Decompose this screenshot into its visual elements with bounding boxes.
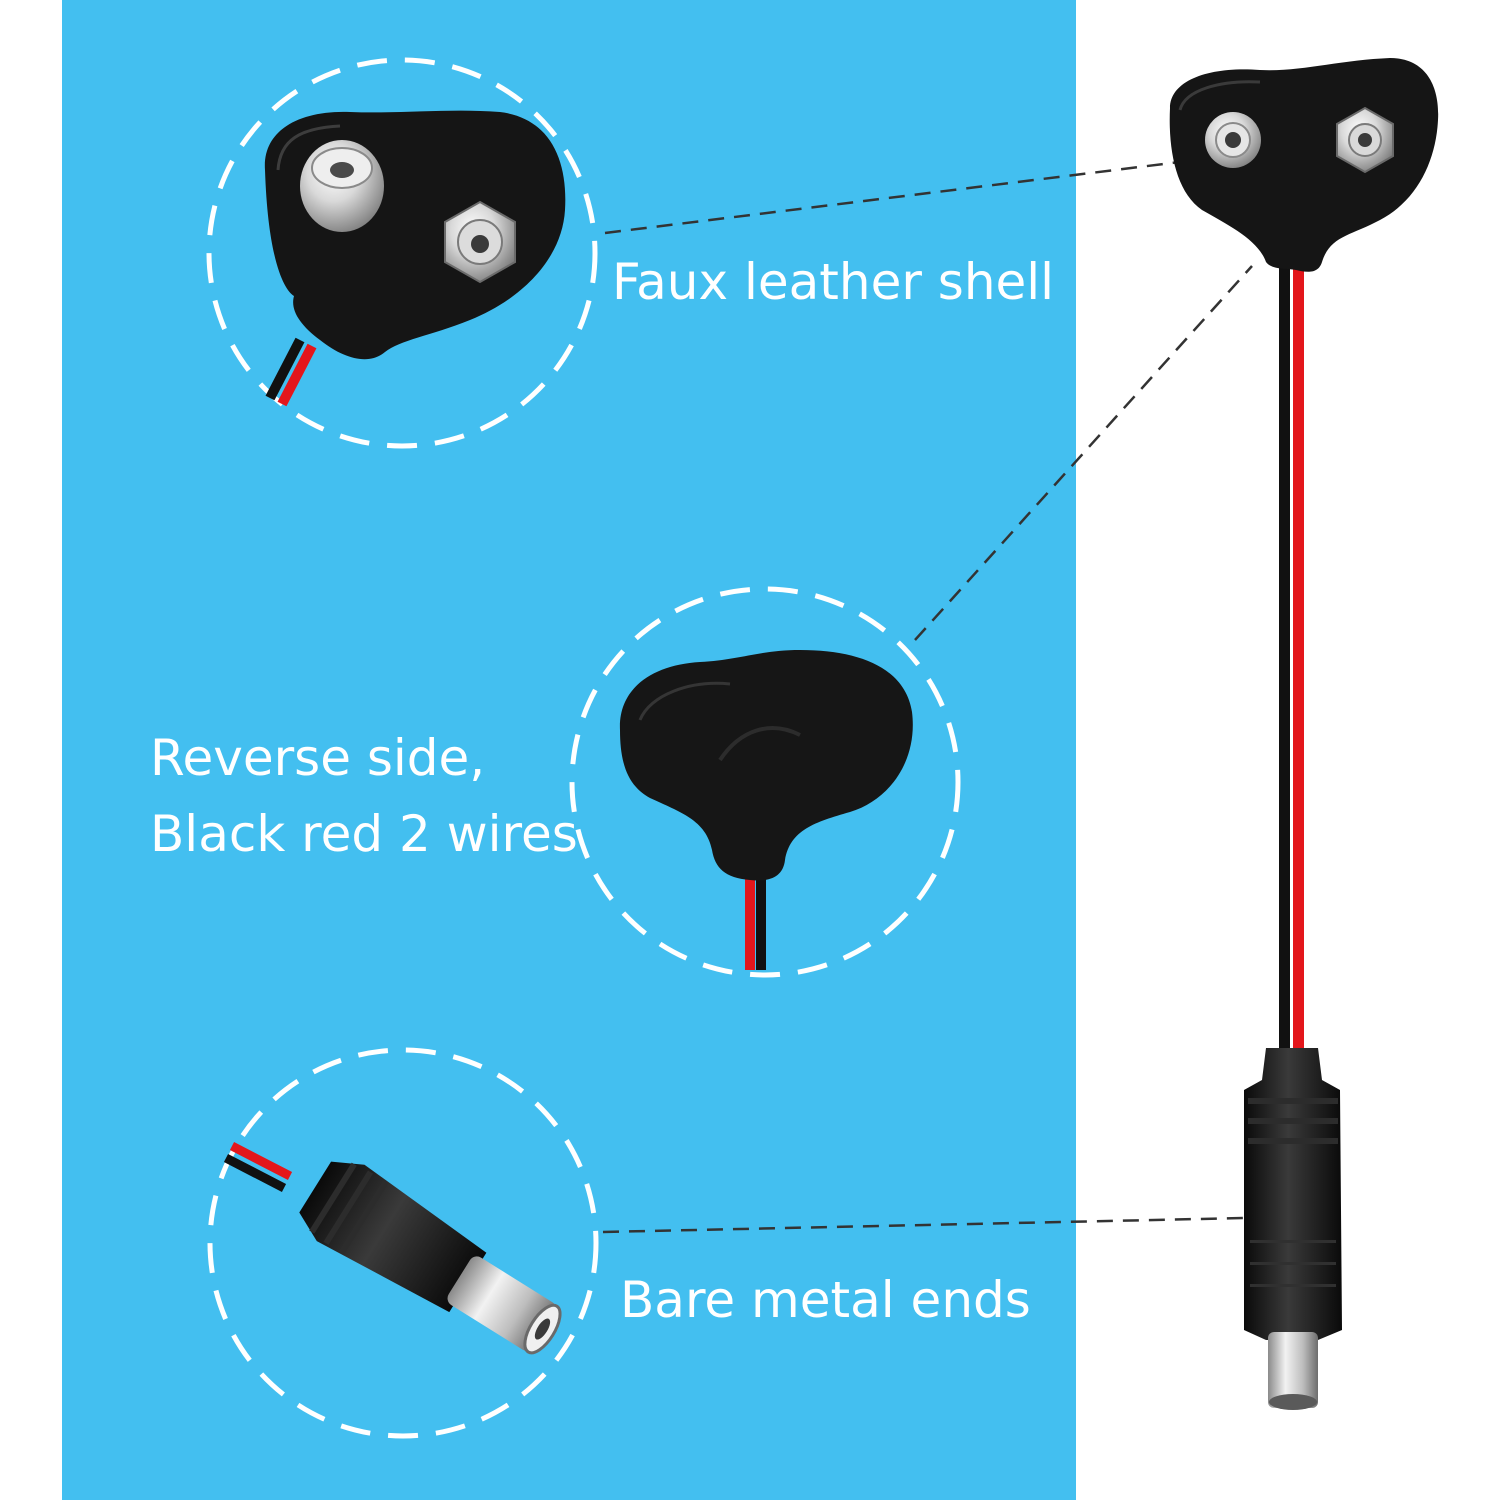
circle-plug-closeup bbox=[207, 1047, 599, 1439]
snap-connector bbox=[1169, 58, 1439, 272]
faux-leather-shell-label: Faux leather shell bbox=[612, 253, 1055, 311]
leader-line-shell bbox=[604, 158, 1197, 235]
leader-line-reverse bbox=[914, 265, 1253, 641]
reverse-side-line2: Black red 2 wires bbox=[150, 805, 578, 863]
circle-reverse-closeup bbox=[569, 586, 961, 978]
full-cable bbox=[1169, 58, 1439, 1410]
leader-line-bare-ends bbox=[602, 1216, 1246, 1234]
leader-lines bbox=[602, 158, 1253, 1234]
wire-red bbox=[1293, 262, 1304, 1062]
circle-snap-closeup bbox=[206, 57, 598, 449]
bare-metal-ends-label: Bare metal ends bbox=[620, 1271, 1031, 1329]
reverse-side-line1: Reverse side, bbox=[150, 729, 486, 787]
dc-plug bbox=[1244, 1048, 1342, 1410]
reverse-side-label: Reverse side, Black red 2 wires bbox=[150, 720, 578, 872]
metal-barrel bbox=[1268, 1332, 1318, 1408]
wire-black bbox=[1279, 262, 1290, 1062]
